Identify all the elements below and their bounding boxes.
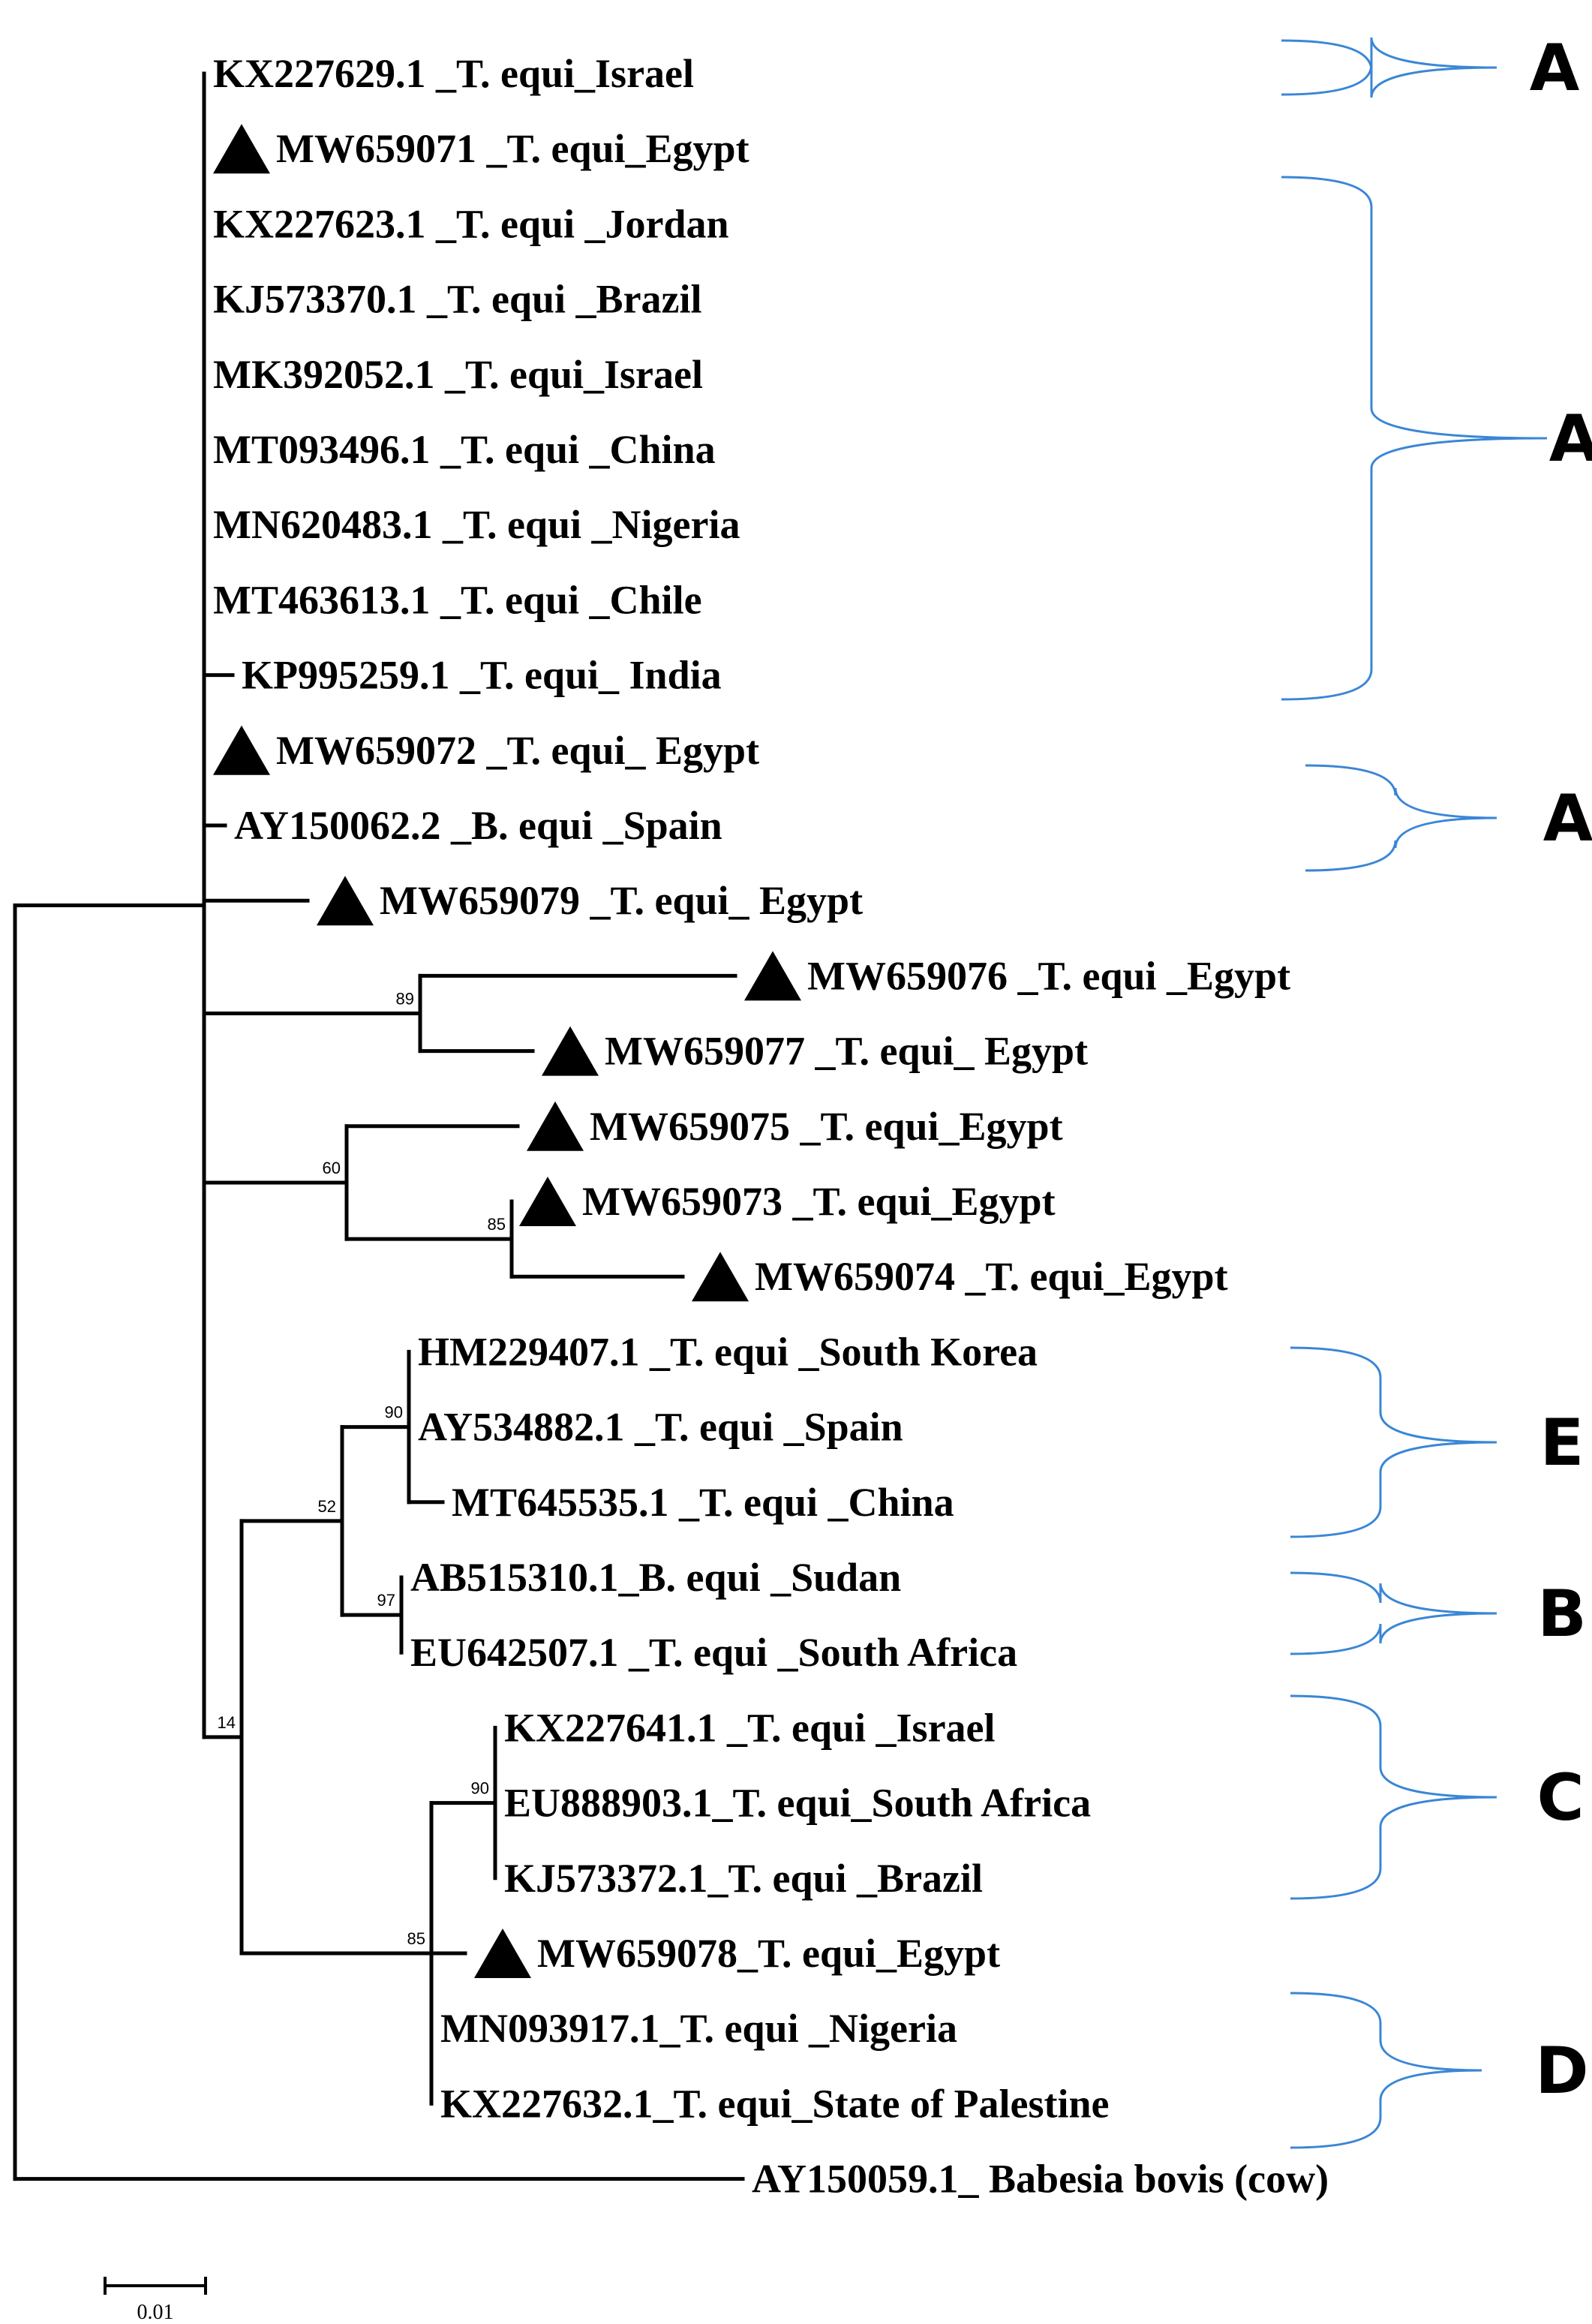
bootstrap-n52: 52 bbox=[318, 1497, 336, 1516]
clade-brace-E bbox=[1290, 1346, 1497, 1538]
clade-brace-C bbox=[1290, 1694, 1497, 1900]
tree-branches bbox=[13, 71, 745, 2181]
clade-brace-A3 bbox=[1305, 764, 1497, 872]
clade-letter-E: E bbox=[1540, 1406, 1584, 1481]
clade-letter-B: B bbox=[1537, 1577, 1587, 1652]
bootstrap-n89: 89 bbox=[396, 990, 414, 1009]
triangle-marker-icon bbox=[744, 951, 801, 1001]
leaf-label-MT463613: MT463613.1 _T. equi _Chile bbox=[213, 577, 702, 622]
leaf-label-MK392052: MK392052.1 _T. equi_Israel bbox=[213, 352, 703, 397]
clade-letter-A1: A bbox=[1530, 31, 1580, 106]
leaf-label-MW659072: MW659072 _T. equi_ Egypt bbox=[276, 728, 759, 773]
triangle-marker-icon bbox=[527, 1101, 584, 1151]
triangle-marker-icon bbox=[213, 124, 270, 174]
triangle-marker-icon bbox=[519, 1177, 576, 1226]
leaf-label-MW659078: MW659078_T. equi_Egypt bbox=[537, 1931, 1000, 1976]
leaf-label-EU888903: EU888903.1_T. equi_South Africa bbox=[504, 1781, 1091, 1826]
leaf-label-EU642507: EU642507.1 _T. equi _South Africa bbox=[410, 1630, 1017, 1675]
leaf-label-MW659075: MW659075 _T. equi_Egypt bbox=[590, 1104, 1063, 1149]
leaf-label-MW659074: MW659074 _T. equi_Egypt bbox=[755, 1254, 1228, 1299]
bootstrap-n60: 60 bbox=[323, 1159, 341, 1177]
leaf-label-AY150059: AY150059.1_ Babesia bovis (cow) bbox=[752, 2157, 1329, 2202]
leaf-label-HM229407: HM229407.1 _T. equi _South Korea bbox=[418, 1329, 1038, 1374]
bootstrap-n97: 97 bbox=[377, 1591, 395, 1610]
leaf-label-KJ573370: KJ573370.1 _T. equi _Brazil bbox=[213, 277, 702, 322]
leaf-label-MN620483: MN620483.1 _T. equi _Nigeria bbox=[213, 502, 740, 547]
triangle-marker-icon bbox=[213, 725, 270, 775]
leaf-label-KX227641: KX227641.1 _T. equi _Israel bbox=[504, 1705, 996, 1750]
triangle-marker-icon bbox=[474, 1929, 531, 1978]
leaf-label-MT093496: MT093496.1 _T. equi _China bbox=[213, 427, 716, 472]
leaf-label-AY150062: AY150062.2 _B. equi _Spain bbox=[234, 803, 722, 848]
clade-brace-B bbox=[1290, 1571, 1497, 1655]
triangle-marker-icon bbox=[542, 1026, 599, 1076]
leaf-label-KX227629: KX227629.1 _T. equi_Israel bbox=[213, 51, 694, 96]
clade-letter-C: C bbox=[1536, 1760, 1584, 1835]
triangle-marker-icon bbox=[317, 876, 374, 926]
leaf-label-KP995259: KP995259.1 _T. equi_ India bbox=[242, 653, 722, 698]
clade-letter-D: D bbox=[1535, 2034, 1588, 2109]
bootstrap-values: 89 60 85 90 52 97 14 90 85 bbox=[218, 990, 506, 1949]
clade-letter-A2: A bbox=[1549, 401, 1592, 477]
leaf-label-KX227632: KX227632.1_T. equi_State of Palestine bbox=[440, 2081, 1109, 2126]
clade-brace-A2 bbox=[1281, 176, 1548, 701]
bootstrap-n14: 14 bbox=[218, 1713, 236, 1732]
clade-braces: A A A E B C D bbox=[1281, 31, 1592, 2149]
clade-letter-A3: A bbox=[1543, 781, 1592, 856]
leaf-label-MW659076: MW659076 _T. equi _Egypt bbox=[807, 953, 1290, 998]
bootstrap-n90a: 90 bbox=[385, 1403, 403, 1422]
bootstrap-n90b: 90 bbox=[471, 1779, 489, 1798]
bootstrap-n85b: 85 bbox=[407, 1929, 425, 1948]
bootstrap-n85a: 85 bbox=[488, 1215, 506, 1234]
scale-bar-label: 0.01 bbox=[137, 2301, 174, 2324]
scale-bar: 0.01 bbox=[104, 2277, 207, 2324]
leaf-label-MW659077: MW659077 _T. equi_ Egypt bbox=[605, 1029, 1088, 1074]
leaf-label-AY534882: AY534882.1 _T. equi _Spain bbox=[418, 1405, 903, 1450]
leaf-label-MT645535: MT645535.1 _T. equi _China bbox=[452, 1480, 954, 1525]
leaf-label-KJ573372: KJ573372.1_T. equi _Brazil bbox=[504, 1856, 983, 1901]
leaf-label-MN093917: MN093917.1_T. equi _Nigeria bbox=[440, 2006, 957, 2051]
leaf-label-MW659071: MW659071 _T. equi_Egypt bbox=[276, 126, 749, 171]
leaf-label-MW659073: MW659073 _T. equi_Egypt bbox=[582, 1179, 1056, 1224]
clade-brace-A1 bbox=[1281, 37, 1497, 98]
triangle-marker-icon bbox=[692, 1252, 749, 1302]
leaf-label-KX227623: KX227623.1 _T. equi _Jordan bbox=[213, 201, 729, 246]
clade-brace-D bbox=[1290, 1992, 1482, 2149]
leaf-label-AB515310: AB515310.1_B. equi _Sudan bbox=[410, 1555, 901, 1600]
leaf-label-MW659079: MW659079 _T. equi_ Egypt bbox=[380, 878, 863, 923]
